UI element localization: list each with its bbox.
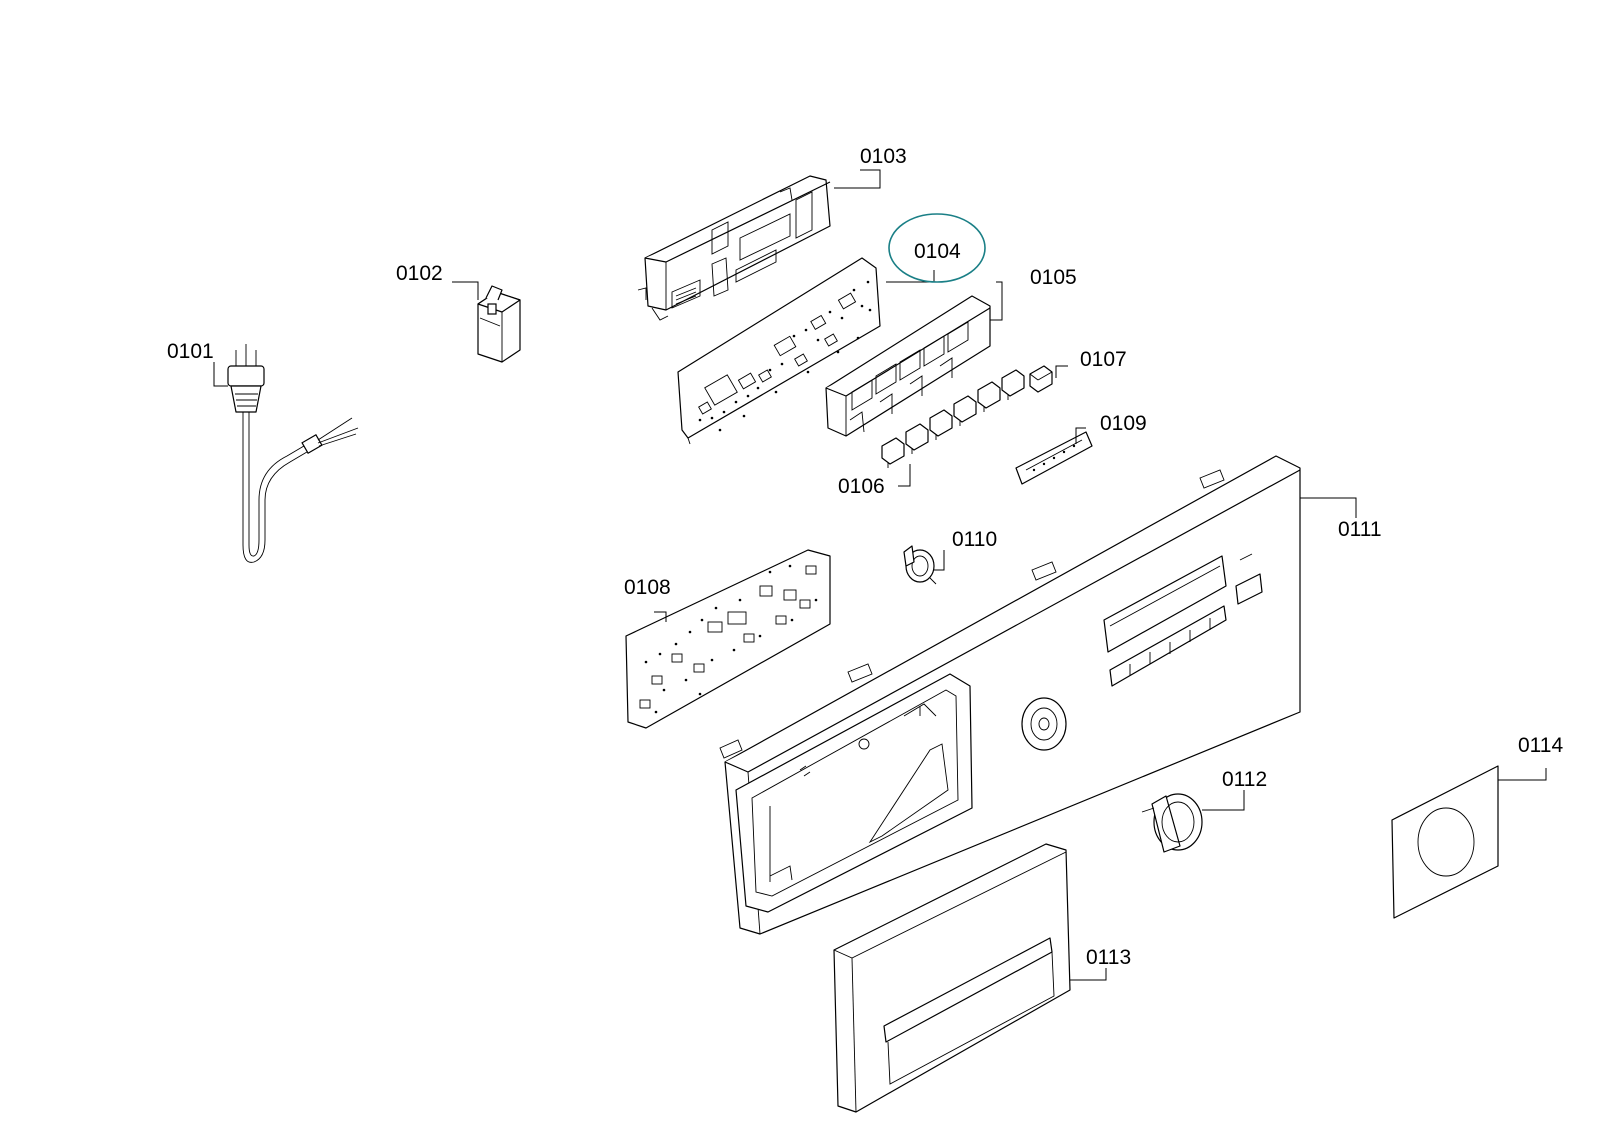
part-0106-push-buttons[interactable] bbox=[881, 369, 1025, 468]
label-0113[interactable]: 0113 bbox=[1086, 946, 1131, 969]
label-0104[interactable]: 0104 bbox=[914, 240, 961, 263]
label-0112[interactable]: 0112 bbox=[1222, 768, 1267, 791]
label-0107[interactable]: 0107 bbox=[1080, 348, 1127, 371]
part-0101-power-cord[interactable] bbox=[227, 344, 359, 563]
part-0110-knob[interactable] bbox=[903, 545, 937, 585]
part-0114-label[interactable] bbox=[1391, 765, 1499, 919]
label-0101[interactable]: 0101 bbox=[167, 340, 214, 363]
label-0114[interactable]: 0114 bbox=[1518, 734, 1563, 757]
part-0109-display[interactable] bbox=[1015, 431, 1093, 485]
highlight-circle-0104 bbox=[888, 213, 986, 283]
part-labels: 0101 0102 0103 0104 0105 0106 0107 0108 … bbox=[167, 145, 1563, 969]
leader-lines bbox=[213, 169, 1547, 981]
part-0108-display-pcb[interactable] bbox=[625, 549, 831, 729]
label-0110[interactable]: 0110 bbox=[952, 528, 997, 551]
part-0104-main-pcb[interactable] bbox=[677, 257, 881, 445]
label-0106[interactable]: 0106 bbox=[838, 475, 885, 498]
label-0111[interactable]: 0111 bbox=[1338, 518, 1382, 541]
part-0112-programme-knob[interactable] bbox=[1141, 793, 1203, 853]
label-0109[interactable]: 0109 bbox=[1100, 412, 1147, 435]
part-0113-drawer-handle[interactable] bbox=[833, 843, 1071, 1113]
part-0103-module-housing[interactable] bbox=[637, 175, 831, 321]
label-0102[interactable]: 0102 bbox=[396, 262, 443, 285]
label-0103[interactable]: 0103 bbox=[860, 145, 907, 168]
part-0105-key-carrier[interactable] bbox=[825, 295, 991, 437]
label-0105[interactable]: 0105 bbox=[1030, 266, 1077, 289]
part-0102-filter[interactable] bbox=[477, 285, 521, 363]
part-0107-button[interactable] bbox=[1029, 365, 1053, 393]
part-0111-control-panel[interactable] bbox=[719, 455, 1301, 935]
label-0108[interactable]: 0108 bbox=[624, 576, 671, 599]
